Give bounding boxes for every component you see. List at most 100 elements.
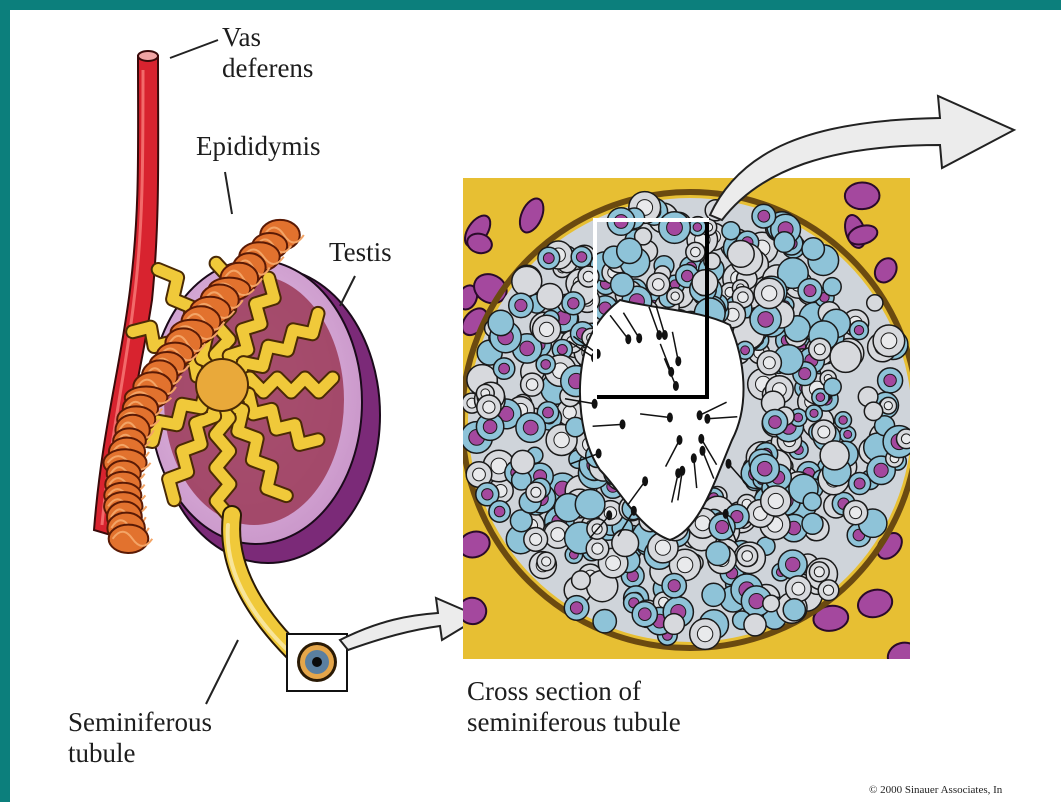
germ-cell [706,542,730,566]
sperm-head [723,509,729,519]
cell-nucleus [515,299,527,311]
cell-nucleus [568,298,579,309]
cell-nucleus [483,420,497,434]
cell-nucleus [543,407,554,418]
cell-nucleus [757,461,772,476]
sperm-head [698,434,704,444]
label-seminiferous-line1: Seminiferous [68,707,212,738]
sperm-head [668,367,674,377]
cell-nucleus [554,432,569,447]
cell-nucleus [814,344,825,355]
sperm-head [667,413,673,423]
germ-cell [664,614,685,635]
germ-cell [722,222,740,240]
germ-cell [763,595,780,612]
cell-nucleus [583,271,594,282]
cell-nucleus [768,493,783,508]
label-cross-section-line1: Cross section of [467,676,681,707]
cell-nucleus [844,430,852,438]
sperm-head [656,330,662,340]
sperm-head [596,449,602,459]
label-vas-deferens-line2: deferens [222,53,313,84]
sperm-head [679,466,685,476]
sperm-head [662,330,668,340]
cell-nucleus [639,608,652,621]
cell-nucleus [671,292,679,300]
cell-nucleus [742,551,753,562]
cell-nucleus [786,557,800,571]
cell-nucleus [682,270,693,281]
cell-nucleus [741,346,750,355]
cell-nucleus [606,556,621,571]
cell-nucleus [884,374,896,386]
cell-nucleus [668,580,680,592]
label-seminiferous-line2: tubule [68,738,212,769]
cell-nucleus [792,582,805,595]
cell-nucleus [483,401,495,413]
cell-nucleus [542,557,551,566]
germ-cell [692,270,718,296]
cell-nucleus [592,543,603,554]
label-cross-section-line2: seminiferous tubule [467,707,681,738]
label-vas-deferens: Vas deferens [222,22,313,84]
germ-cell [864,402,882,420]
epididymis-coil [109,525,149,553]
sperm-head [606,510,612,520]
germ-cell [824,378,841,395]
germ-cell [537,284,563,310]
cell-nucleus [749,594,764,609]
cell-nucleus [473,468,486,481]
germ-cell [612,530,639,557]
cell-nucleus [543,253,554,264]
germ-cell [820,441,849,470]
cell-nucleus [494,506,505,517]
cell-nucleus [557,345,567,355]
interstitial-cell [845,182,880,209]
cell-nucleus [570,602,582,614]
sperm-head [691,453,697,463]
germ-cell [593,610,616,633]
germ-cell [803,493,821,511]
germ-cell [702,583,725,606]
cell-nucleus [874,463,888,477]
germ-cell [783,599,805,621]
cell-nucleus [530,533,542,545]
cell-nucleus [881,333,897,349]
sperm-head [673,381,679,391]
cell-nucleus [839,416,847,424]
sperm-head [726,459,732,469]
cell-nucleus [854,478,865,489]
sperm-head [631,506,637,516]
sperm-head [697,410,703,420]
cell-nucleus [854,326,863,335]
cell-nucleus [816,393,825,402]
cell-nucleus [523,420,538,435]
germ-cell [617,238,642,263]
cell-nucleus [804,285,816,297]
label-seminiferous-tubule: Seminiferous tubule [68,707,212,769]
cell-nucleus [738,292,749,303]
germ-cell [802,513,823,534]
cell-nucleus [884,402,892,410]
cell-nucleus [531,487,541,497]
cell-nucleus [794,413,803,422]
cell-nucleus [677,557,693,573]
sperm-head [636,333,642,343]
cell-nucleus [482,489,493,500]
cell-nucleus [540,322,554,336]
copyright-notice: © 2000 Sinauer Associates, In [869,784,1002,796]
label-epididymis: Epididymis [196,131,321,162]
sperm-head [675,356,681,366]
cell-nucleus [799,368,811,380]
cell-nucleus [763,357,775,369]
arrow-to-cross-section [340,598,480,650]
cell-nucleus [818,426,830,438]
label-cross-section: Cross section of seminiferous tubule [467,676,681,738]
sperm-head [592,399,598,409]
germ-cell [511,450,534,473]
sperm-head [700,446,706,456]
germ-cell [611,273,634,296]
cross-section-image [455,178,922,673]
label-testis: Testis [329,237,392,268]
cell-nucleus [655,540,670,555]
